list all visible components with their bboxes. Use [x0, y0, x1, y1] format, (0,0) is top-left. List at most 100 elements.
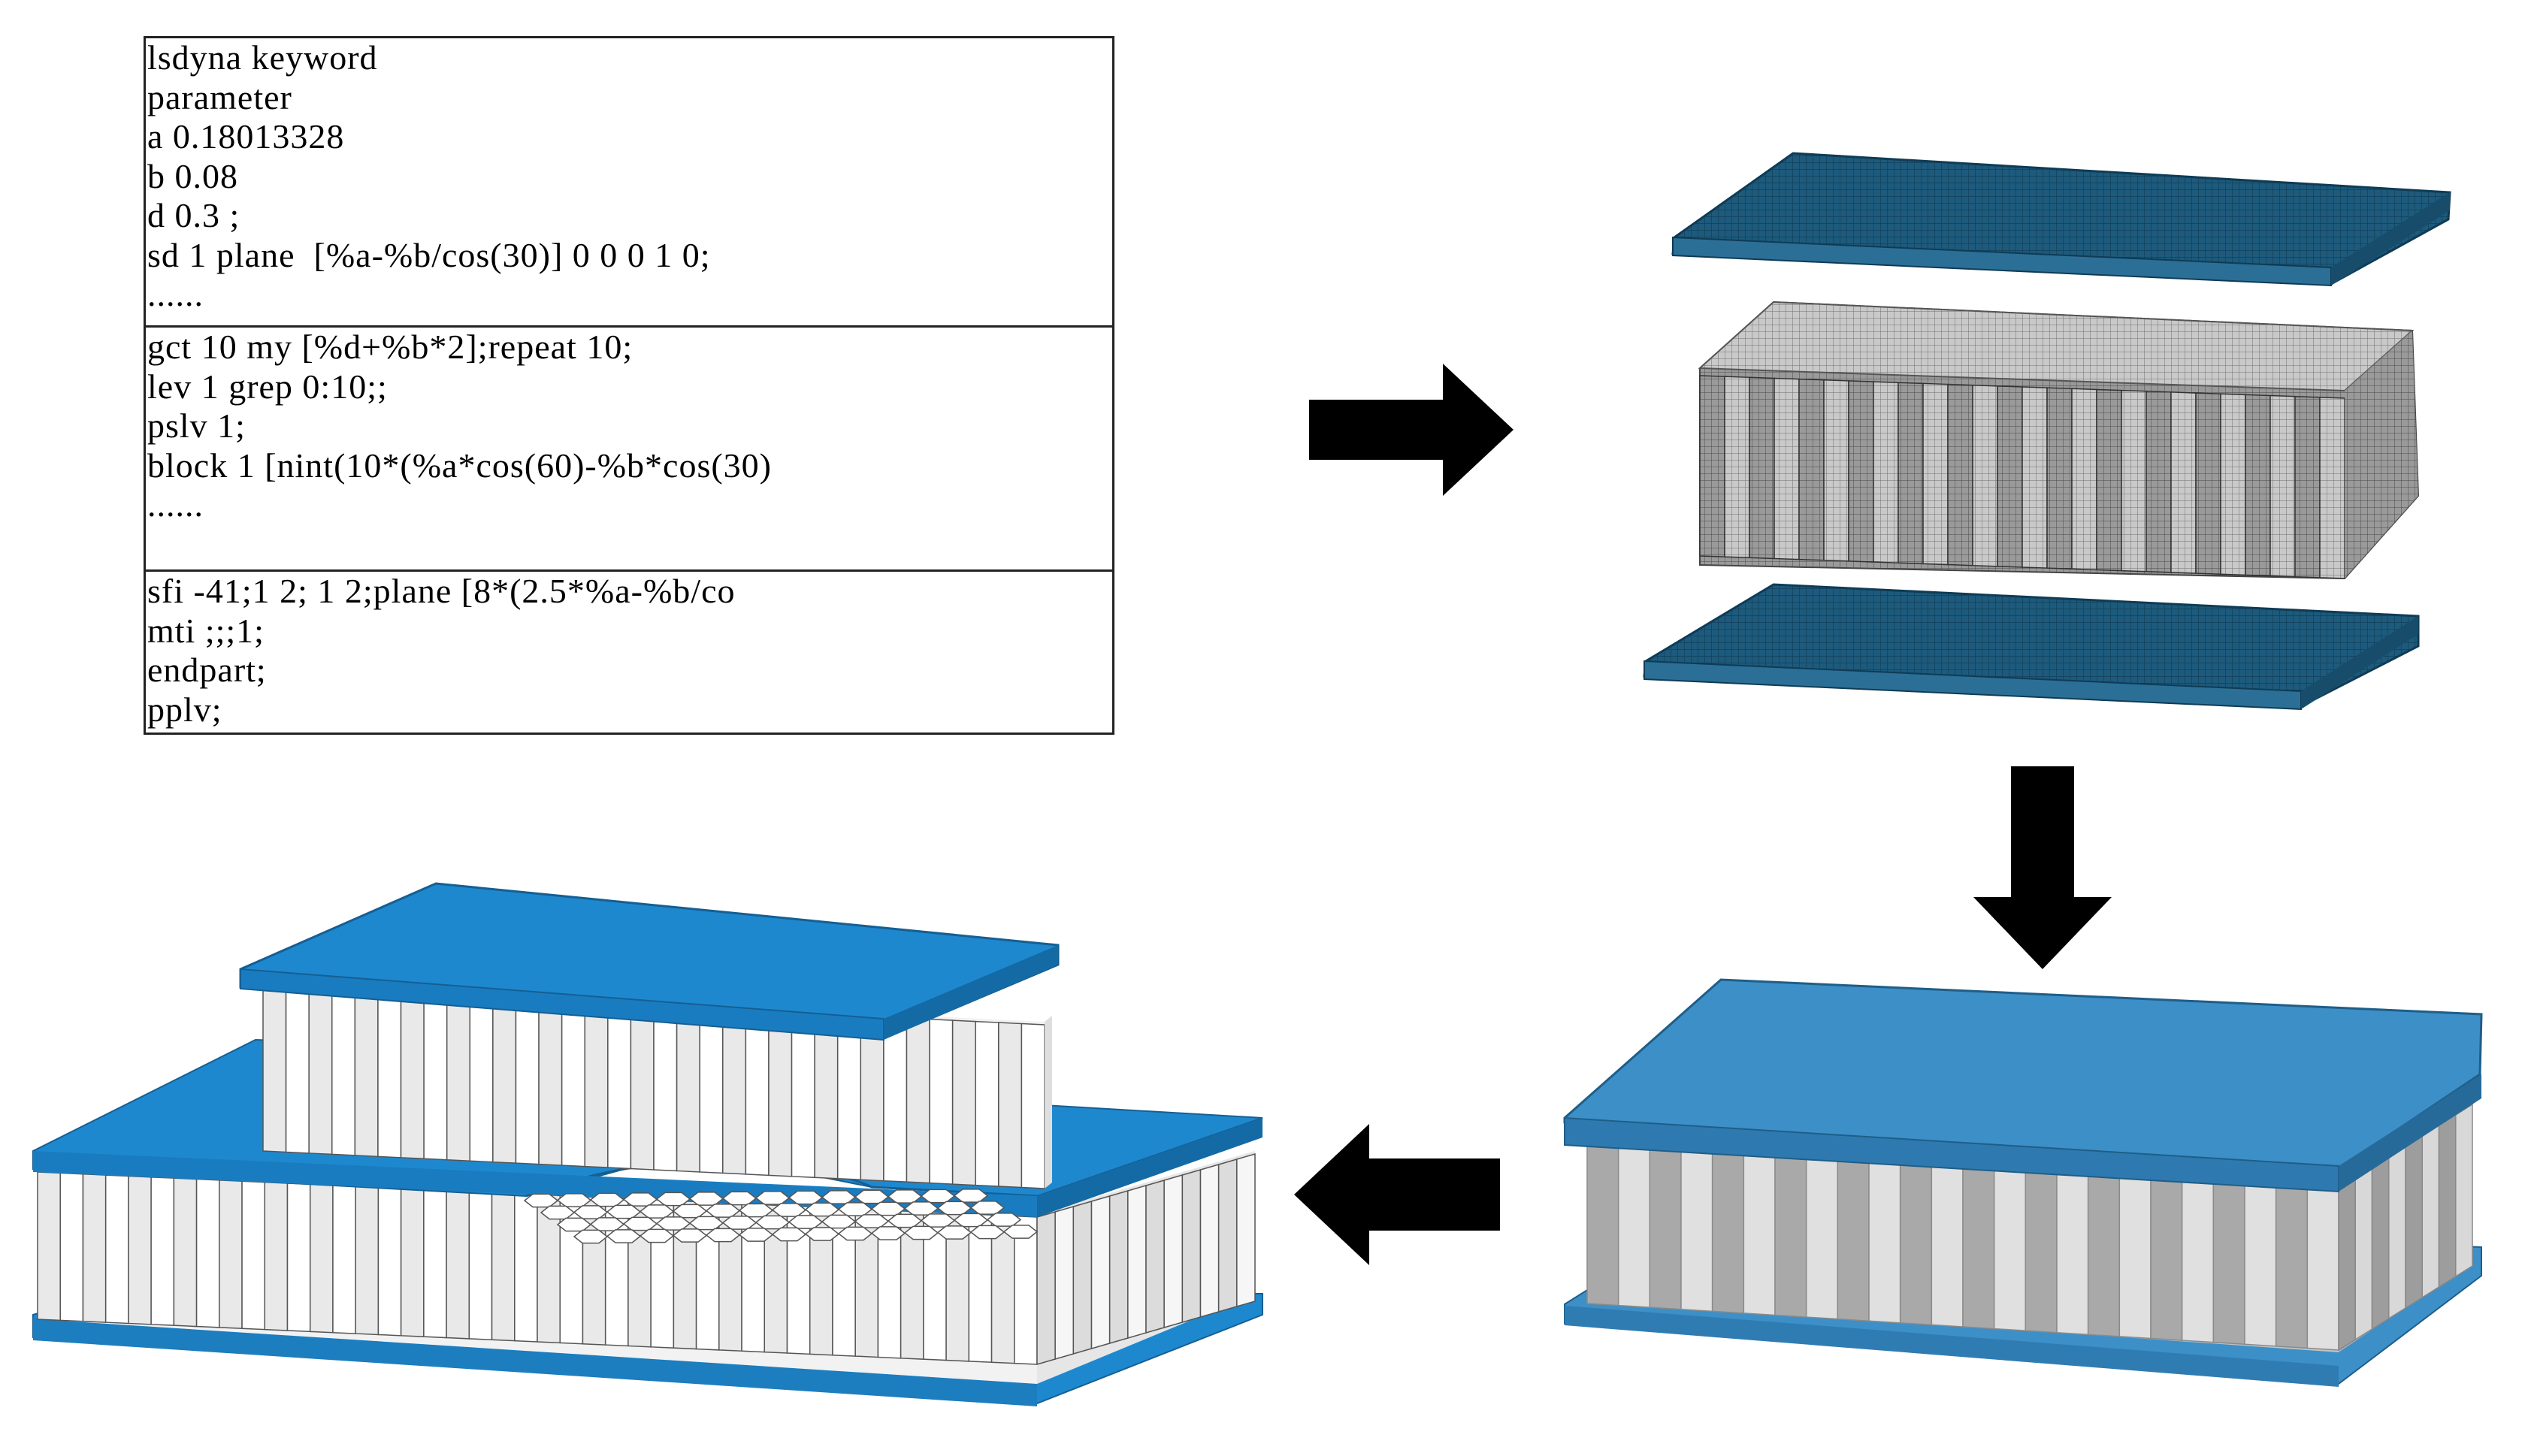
honeycomb-cell-wall [377, 1186, 402, 1337]
honeycomb-cell-wall [1090, 1195, 1111, 1349]
honeycomb-cell-top [804, 1227, 840, 1241]
honeycomb-cell-wall [538, 999, 563, 1166]
honeycomb-cell-wall [2181, 1178, 2215, 1343]
core-columns-side [1036, 1153, 1256, 1365]
honeycomb-cell-wall [446, 995, 471, 1162]
honeycomb-cell-wall [814, 1013, 839, 1180]
mesh-honeycomb-core [1698, 301, 2420, 580]
honeycomb-cell-wall [929, 1018, 954, 1185]
honeycomb-cell-wall [561, 1001, 585, 1168]
honeycomb-cell-wall [860, 1015, 885, 1182]
exposed-honeycomb-cells [523, 1189, 1039, 1244]
honeycomb-cell-wall [1236, 1153, 1256, 1307]
honeycomb-cell-wall [423, 994, 448, 1161]
honeycomb-cell-top [573, 1205, 609, 1219]
honeycomb-cell-top [969, 1225, 1005, 1240]
honeycomb-cell-top [589, 1192, 625, 1207]
honeycomb-cell-top [870, 1226, 906, 1240]
honeycomb-cell-wall [241, 1180, 266, 1331]
honeycomb-cell-top [771, 1227, 807, 1242]
honeycomb-cell-wall [2371, 1155, 2390, 1331]
honeycomb-cell-wall [377, 992, 402, 1158]
honeycomb-cell-wall [2319, 397, 2345, 579]
honeycomb-cell-top [655, 1216, 691, 1231]
honeycomb-cell-top [556, 1217, 592, 1232]
honeycomb-cell-top [606, 1204, 642, 1219]
honeycomb-cell-top [854, 1214, 890, 1228]
honeycomb-cell-wall [219, 1180, 243, 1330]
honeycomb-cell-top [622, 1216, 658, 1231]
honeycomb-cell-top [920, 1189, 956, 1204]
honeycomb-cell-wall [1774, 377, 1800, 560]
honeycomb-cell-wall [59, 1172, 84, 1322]
assembled-sandwich-panel [1563, 978, 2483, 1387]
honeycomb-cell-wall [998, 1022, 1023, 1189]
honeycomb-cell-wall [1848, 380, 1874, 563]
honeycomb-cell-wall [630, 1004, 655, 1171]
code-line: pslv 1; [147, 406, 246, 445]
code-line: ...... [147, 730, 1112, 733]
honeycomb-cell-top [788, 1215, 824, 1229]
code-section-parameters: lsdyna keyword parameter a 0.18013328 b … [146, 38, 1112, 328]
honeycomb-cell-wall [2025, 1168, 2058, 1334]
honeycomb-cell-wall [1899, 1161, 1933, 1326]
honeycomb-cell-wall [104, 1174, 129, 1325]
honeycomb-cell-top [920, 1213, 956, 1228]
honeycomb-cell-top [556, 1193, 592, 1207]
honeycomb-cell-top [738, 1203, 774, 1218]
honeycomb-cell-wall [2046, 387, 2073, 570]
honeycomb-cell-top [953, 1189, 989, 1203]
honeycomb-cell-wall [1805, 1155, 1839, 1320]
honeycomb-cell-wall [1931, 1162, 1964, 1328]
honeycomb-cell-top [969, 1201, 1005, 1215]
honeycomb-cell-top [721, 1191, 758, 1206]
core-columns [37, 1171, 1038, 1365]
solid-top-plate [1563, 978, 2483, 1193]
honeycomb-cell-top [705, 1204, 741, 1218]
code-line: block 1 [nint(10*(%a*cos(60)-%b*cos(30) [147, 446, 772, 485]
lower-honeycomb-core [37, 1151, 1256, 1384]
honeycomb-cell-wall [195, 1178, 220, 1328]
code-line: ...... [147, 275, 204, 313]
honeycomb-cell-top [672, 1204, 708, 1219]
honeycomb-cell-wall [514, 1192, 538, 1343]
honeycomb-cell-top [523, 1193, 559, 1208]
arrow-right-icon [1309, 364, 1513, 496]
honeycomb-cell-wall [1163, 1174, 1184, 1328]
honeycomb-cell-wall [1586, 1141, 1619, 1306]
honeycomb-cell-wall [469, 996, 494, 1163]
honeycomb-cell-top [804, 1202, 840, 1217]
honeycomb-cell-wall [82, 1173, 107, 1323]
code-line: a 0.18013328 [147, 117, 345, 156]
honeycomb-cell-wall [446, 1189, 470, 1340]
honeycomb-cell-wall [768, 1010, 793, 1177]
honeycomb-cell-top [721, 1216, 758, 1230]
honeycomb-cell-wall [2056, 1170, 2089, 1336]
honeycomb-cell-top [754, 1215, 791, 1230]
honeycomb-cell-wall [676, 1006, 700, 1173]
honeycomb-cell-wall [883, 1016, 908, 1183]
code-line: b 0.08 [147, 156, 238, 195]
honeycomb-cell-top [837, 1202, 873, 1216]
core-columns [262, 986, 1045, 1189]
honeycomb-cell-wall [836, 1013, 862, 1181]
honeycomb-cell-wall [491, 1192, 516, 1342]
honeycomb-cell-wall [355, 1186, 380, 1336]
code-line: lsdyna keyword [147, 38, 378, 77]
code-section-mesh: sfi -41;1 2; 1 2;plane [8*(2.5*%a-%b/co … [146, 572, 1112, 733]
code-line: endpart; [147, 651, 267, 689]
honeycomb-cell-wall [1898, 382, 1924, 565]
honeycomb-cell-wall [1997, 385, 2023, 568]
honeycomb-cell-wall [2022, 386, 2048, 569]
honeycomb-cell-wall [1021, 1023, 1045, 1189]
honeycomb-cell-wall [1680, 1146, 1713, 1313]
code-line: pplv; [147, 690, 222, 729]
honeycomb-cell-top [688, 1216, 724, 1231]
honeycomb-cell-top [688, 1192, 724, 1206]
honeycomb-cell-wall [2294, 395, 2321, 578]
honeycomb-cell-top [639, 1228, 675, 1243]
honeycomb-cell-wall [331, 989, 356, 1156]
honeycomb-cell-wall [1199, 1164, 1220, 1318]
core-columns-side [2338, 1103, 2473, 1352]
honeycomb-cell-top [1002, 1225, 1039, 1239]
